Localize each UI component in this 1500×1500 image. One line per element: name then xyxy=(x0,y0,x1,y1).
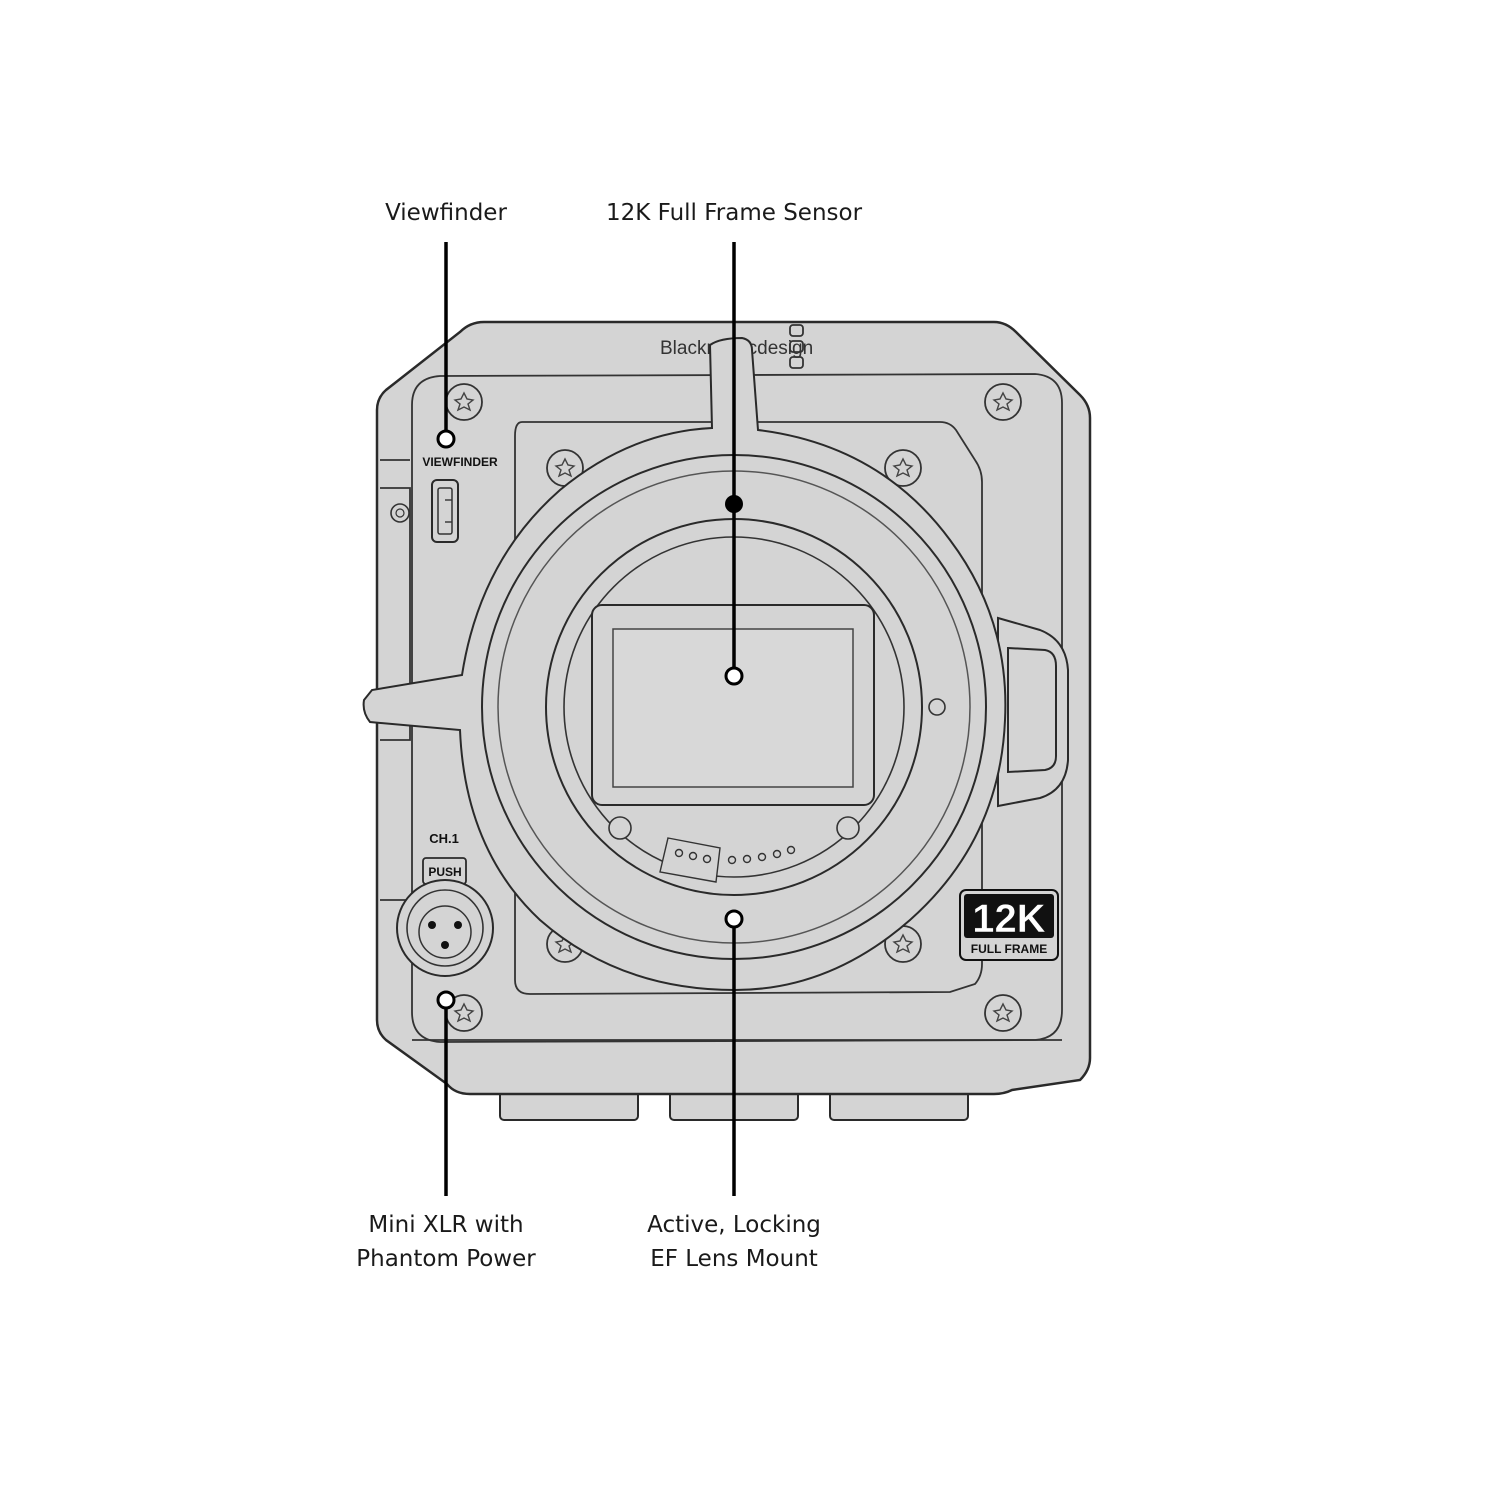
label-xlr-line1: Mini XLR with xyxy=(368,1212,524,1238)
label-mount-line2: EF Lens Mount xyxy=(650,1246,818,1272)
brand-logo-icon xyxy=(789,324,804,369)
push-label: PUSH xyxy=(428,865,461,879)
side-button-icon xyxy=(390,503,410,523)
callout-markers xyxy=(436,429,744,1010)
label-sensor: 12K Full Frame Sensor xyxy=(605,200,863,226)
marker-sensor-dot xyxy=(725,495,743,513)
marker-viewfinder xyxy=(436,429,456,449)
marker-xlr xyxy=(436,990,456,1010)
callout-leaders xyxy=(444,242,736,1196)
body-panel-lines xyxy=(380,373,1063,1043)
mount-screw-icon xyxy=(608,816,632,840)
mini-xlr-connector xyxy=(396,857,494,977)
mount-screw-icon xyxy=(836,816,860,840)
label-xlr-line2: Phantom Power xyxy=(356,1246,536,1272)
badge-sub-text: FULL FRAME xyxy=(971,942,1047,956)
label-viewfinder: Viewfinder xyxy=(385,200,507,226)
side-lock-handle xyxy=(997,616,1069,808)
badge-main-text: 12K xyxy=(972,897,1045,941)
channel-label: CH.1 xyxy=(429,831,459,846)
marker-sensor xyxy=(724,666,744,686)
label-mount: Active, Locking EF Lens Mount xyxy=(604,1208,864,1276)
viewfinder-port-label: VIEWFINDER xyxy=(422,455,498,469)
ef-contacts xyxy=(659,837,796,883)
label-mount-line1: Active, Locking xyxy=(647,1212,821,1238)
screw-icon xyxy=(445,383,483,421)
viewfinder-port xyxy=(431,479,459,543)
screw-icon xyxy=(984,994,1022,1032)
marker-mount xyxy=(724,909,744,929)
screw-icon xyxy=(984,383,1022,421)
badge-12k-full-frame: 12K FULL FRAME xyxy=(959,889,1059,961)
screw-icon xyxy=(884,449,922,487)
label-xlr: Mini XLR with Phantom Power xyxy=(316,1208,576,1276)
lens-release-pin-icon xyxy=(928,698,946,716)
